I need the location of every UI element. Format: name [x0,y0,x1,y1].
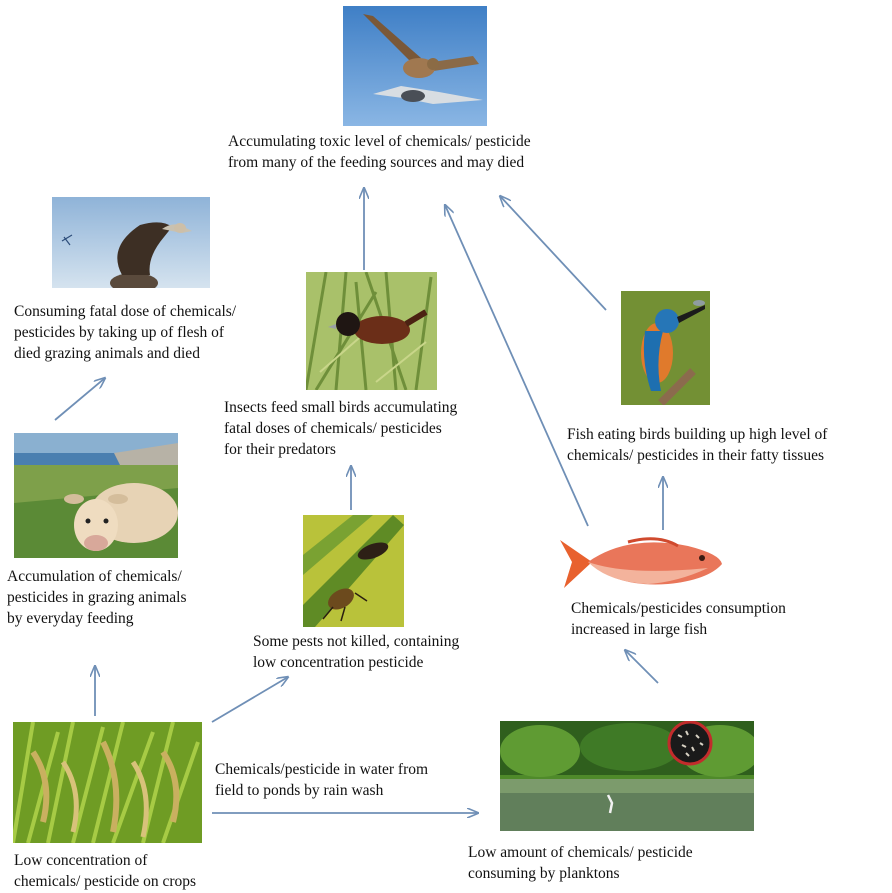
kingfisher-icon [621,291,710,405]
fish-caption: Chemicals/pesticides consumption increas… [571,598,786,640]
pests-image [303,515,404,627]
arrow-fish-to-predator [445,205,588,526]
cow-icon [14,433,178,558]
pond-image [500,721,754,831]
arrow-kingfisher-to-predator [500,196,606,310]
cow-image [14,433,178,558]
rain-wash-label: Chemicals/pesticide in water from field … [215,759,428,801]
pond-caption: Low amount of chemicals/ pesticide consu… [468,842,693,884]
pests-caption: Some pests not killed, containing low co… [253,631,459,673]
kingfisher-image [621,291,710,405]
pond-icon [500,721,754,831]
arrow-cow-to-vulture [55,378,105,420]
small-bird-caption: Insects feed small birds accumulating fa… [224,397,457,460]
crops-image [13,722,202,843]
fish-icon [558,532,724,594]
arrow-pond-to-fish [625,650,658,683]
predator-caption: Accumulating toxic level of chemicals/ p… [228,131,531,173]
vulture-icon [52,197,210,288]
rice-crop-icon [13,722,202,843]
hawk-icon [343,6,487,126]
small-bird-image [306,272,437,390]
arrow-crops-to-pests [212,677,288,722]
fish-image [558,532,724,594]
crops-caption: Low concentration of chemicals/ pesticid… [14,850,196,892]
insect-icon [303,515,404,627]
hawk-image [343,6,487,126]
small-bird-icon [306,272,437,390]
kingfisher-caption: Fish eating birds building up high level… [567,424,827,466]
vulture-caption: Consuming fatal dose of chemicals/ pesti… [14,301,236,364]
vulture-image [52,197,210,288]
cow-caption: Accumulation of chemicals/ pesticides in… [7,566,187,629]
